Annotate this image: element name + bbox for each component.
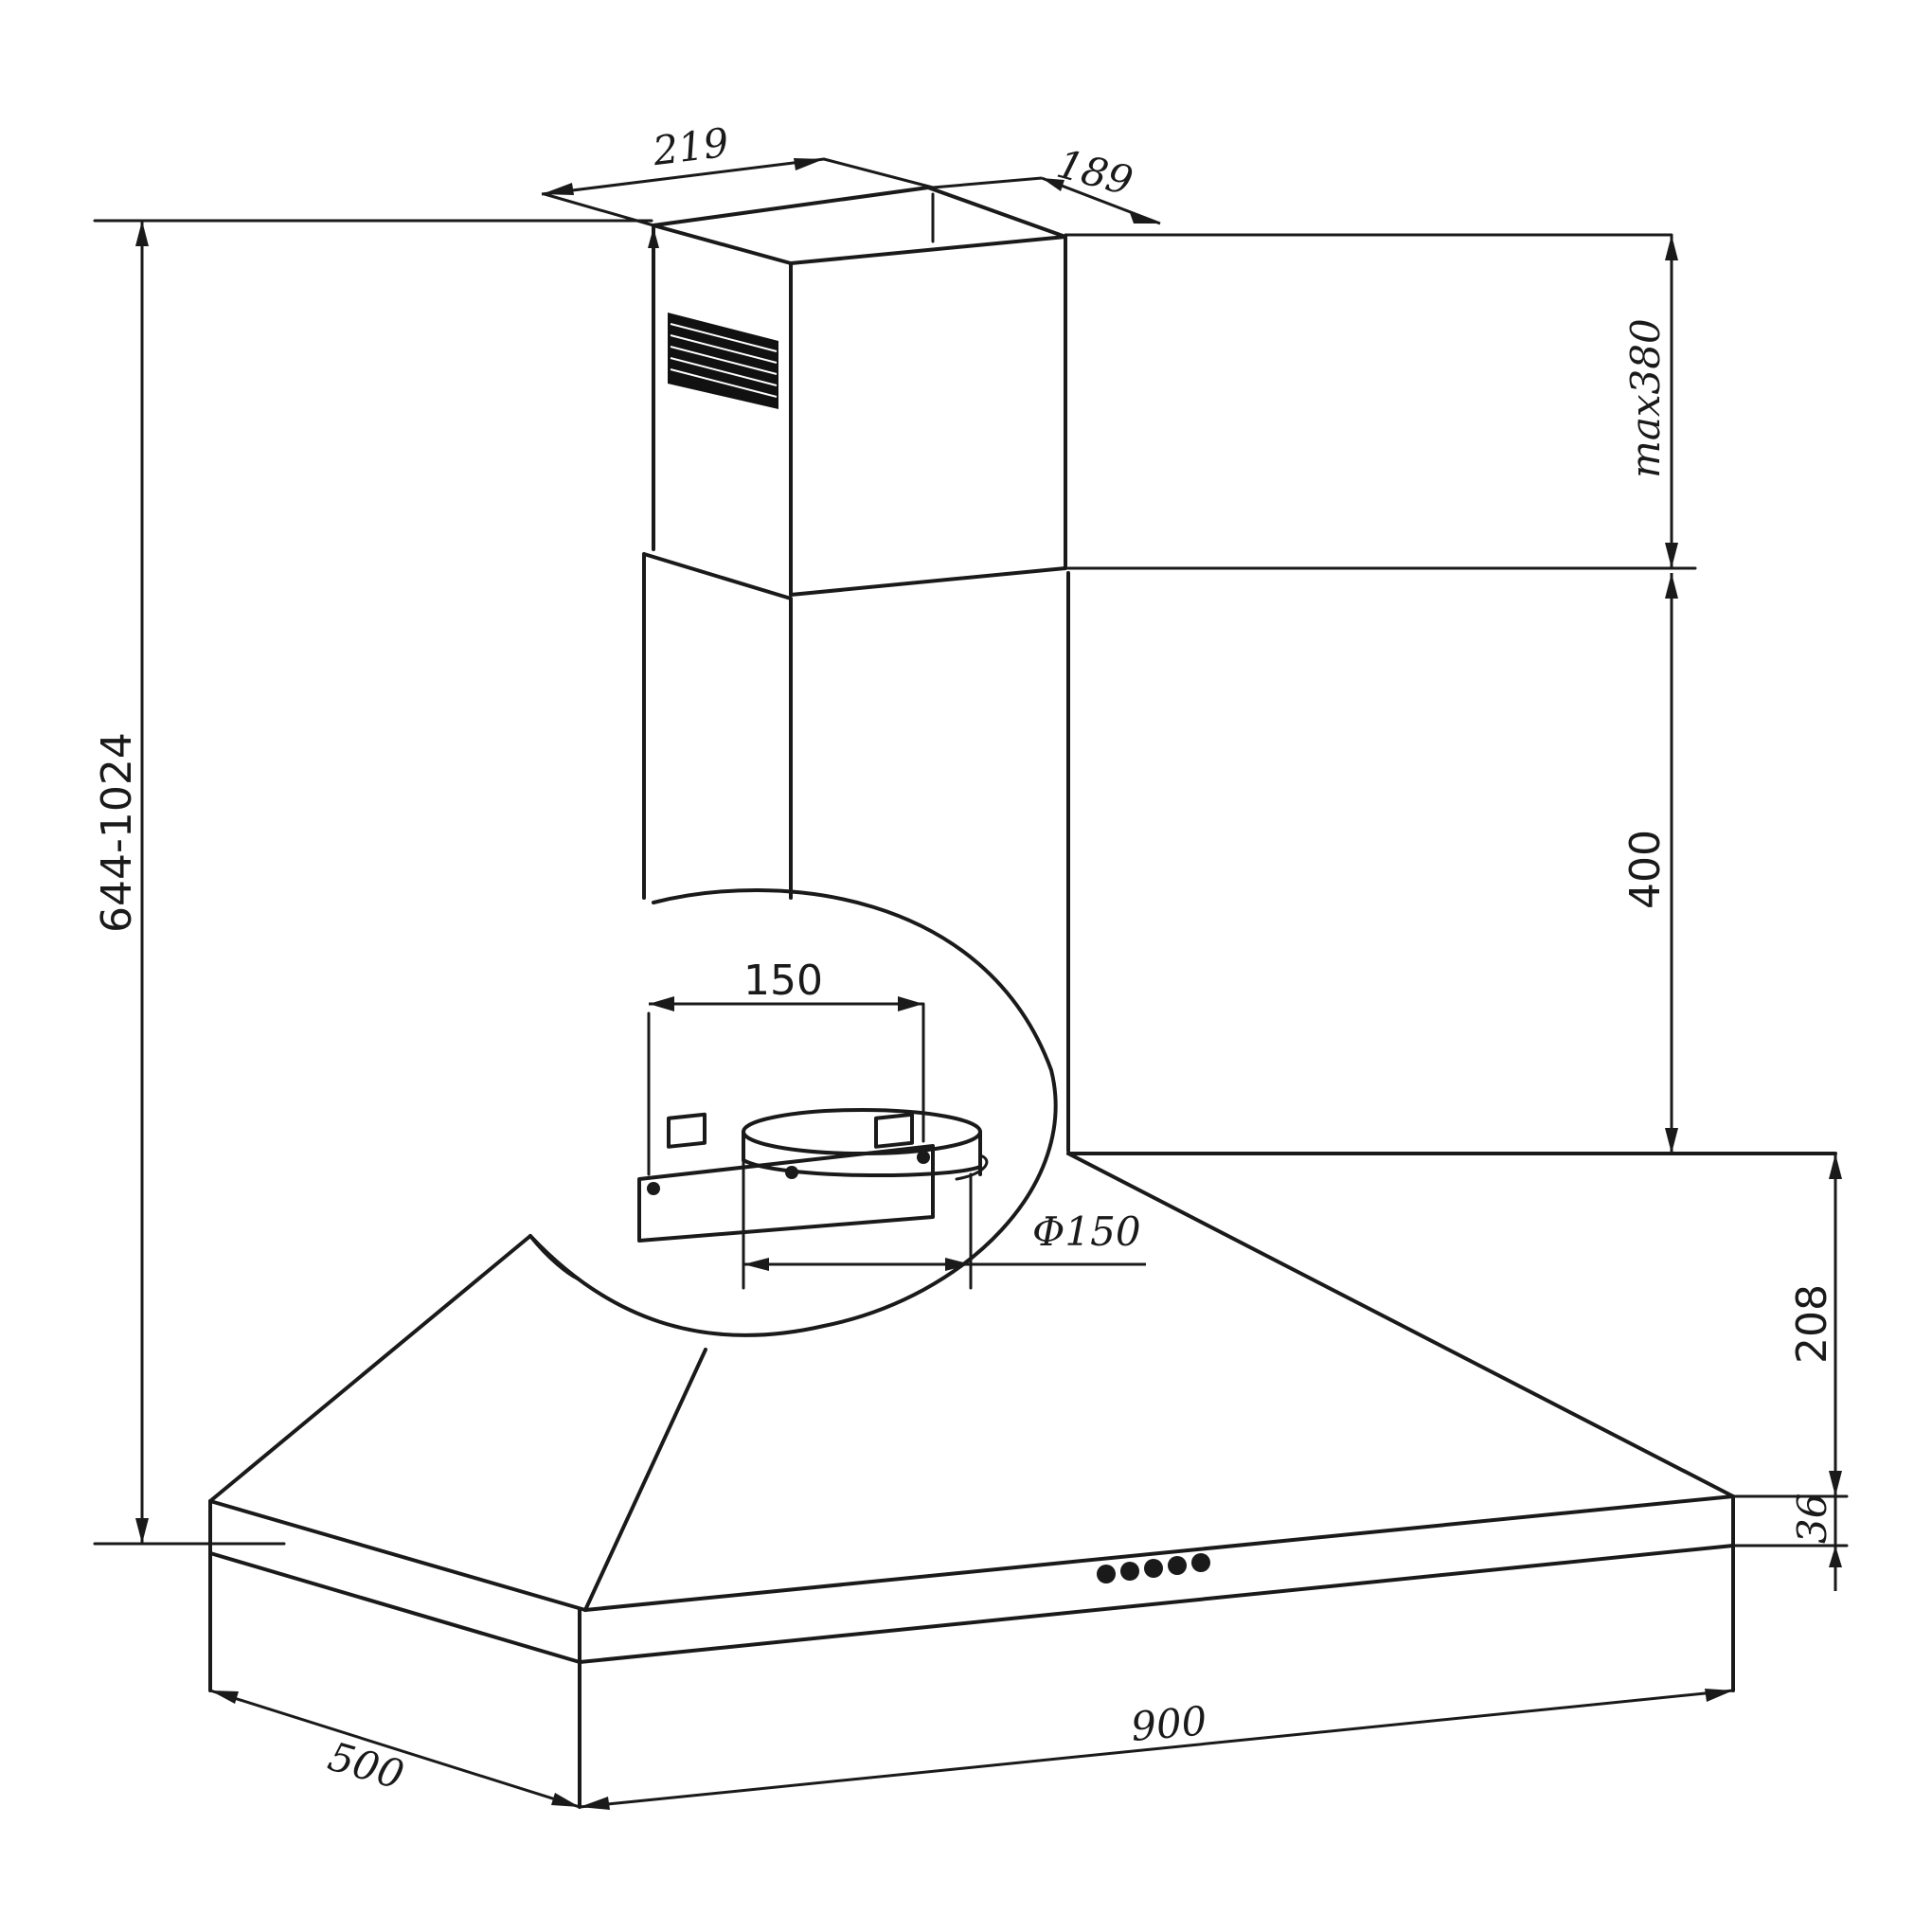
- dim-label-total-height: 644-1024: [93, 732, 141, 933]
- lower-chimney: [642, 552, 1070, 1153]
- dim-base-width: 900: [579, 1689, 1734, 1810]
- dim-lower-chimney: 400: [1621, 573, 1678, 1154]
- upper-chimney: [648, 186, 1067, 597]
- outlet-collar-detail: [637, 1002, 989, 1290]
- control-buttons-icon: [1097, 1553, 1210, 1583]
- dim-canopy-height: 208: [1731, 1154, 1849, 1498]
- dim-label-base-height: 36: [1789, 1494, 1835, 1544]
- base-panel: [208, 1494, 1735, 1809]
- dim-label-outlet-diameter: Φ150: [1032, 1208, 1141, 1255]
- dim-label-top-width: 219: [650, 119, 732, 175]
- dim-outlet-diameter: Φ150: [743, 1208, 1146, 1271]
- canopy: [208, 1152, 1837, 1612]
- dim-outlet-width: 150: [649, 957, 923, 1011]
- dim-label-top-depth: 189: [1052, 140, 1137, 205]
- slot-icon: [667, 1112, 707, 1149]
- dim-total-height: 644-1024: [93, 219, 653, 1546]
- vent-grille-icon: [668, 313, 778, 409]
- slot-icon: [874, 1112, 914, 1149]
- dim-label-outlet-width: 150: [743, 957, 823, 1005]
- dim-top-depth: 189: [932, 140, 1161, 225]
- dim-base-depth: 500: [209, 1689, 581, 1809]
- dim-base-height: 36: [1731, 1494, 1849, 1591]
- dim-label-upper-chimney: max380: [1622, 318, 1669, 478]
- dim-label-base-depth: 500: [323, 1733, 409, 1798]
- dim-label-canopy-height: 208: [1788, 1284, 1836, 1364]
- dim-label-base-width: 900: [1129, 1697, 1208, 1750]
- dim-label-lower-chimney: 400: [1621, 830, 1670, 909]
- dim-top-width: 219: [541, 119, 935, 227]
- detail-callout: [528, 888, 1058, 1337]
- dim-upper-chimney: max380: [1064, 233, 1697, 570]
